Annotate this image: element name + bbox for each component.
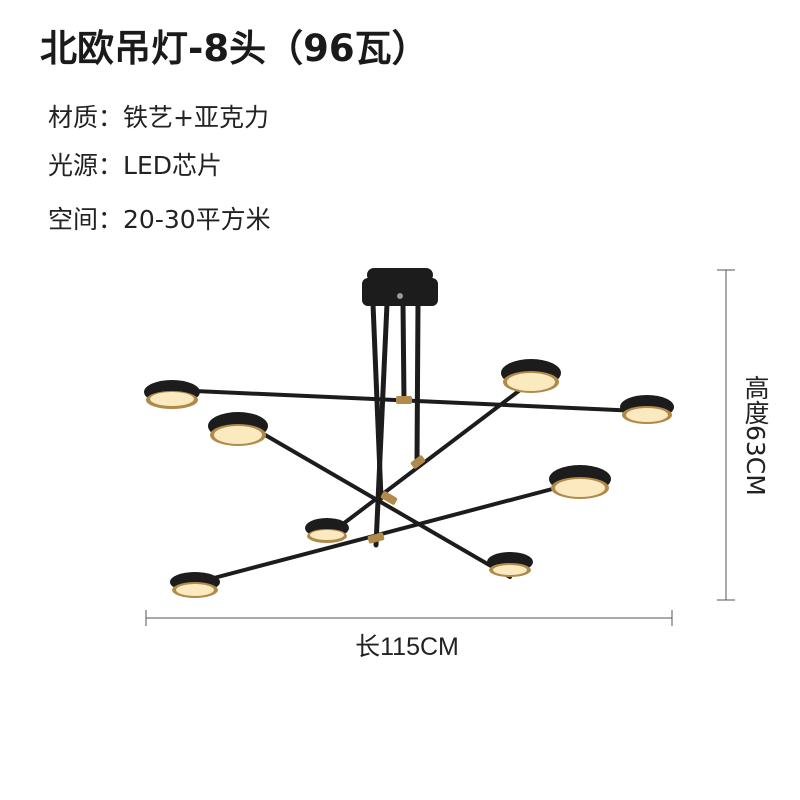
spec-space: 空间：20-30平方米 [48, 205, 271, 234]
spec-material-label: 材质 [48, 103, 99, 132]
product-title: 北欧吊灯-8头（96瓦） [40, 27, 429, 70]
spec-light-source-label: 光源 [48, 151, 99, 180]
spec-light-source-value: LED芯片 [123, 151, 223, 180]
lamp-head-right [620, 395, 674, 424]
arms [193, 382, 642, 585]
ceiling-canopy [362, 268, 438, 306]
lamp-heads [144, 359, 674, 598]
lamp-head-top-right [501, 359, 561, 393]
lamp-head-center [305, 518, 349, 543]
lamp-head-bottom-right [487, 552, 533, 577]
lamp-head-right-mid [549, 465, 611, 499]
brass-joints [367, 396, 426, 544]
spec-light-source: 光源：LED芯片 [48, 151, 223, 180]
lamp-head-left [144, 380, 200, 409]
height-dimension-label: 高度63CM [741, 375, 770, 496]
lamp-head-left-inner [208, 412, 268, 446]
spec-material-value: 铁艺+亚克力 [123, 103, 269, 132]
lamp-head-bottom-left [170, 572, 220, 598]
width-dimension-label: 长115CM [355, 633, 459, 661]
dimension-lines [145, 269, 735, 626]
spec-space-label: 空间 [48, 205, 99, 234]
spec-material: 材质：铁艺+亚克力 [48, 103, 269, 132]
spec-space-value: 20-30平方米 [123, 205, 271, 234]
